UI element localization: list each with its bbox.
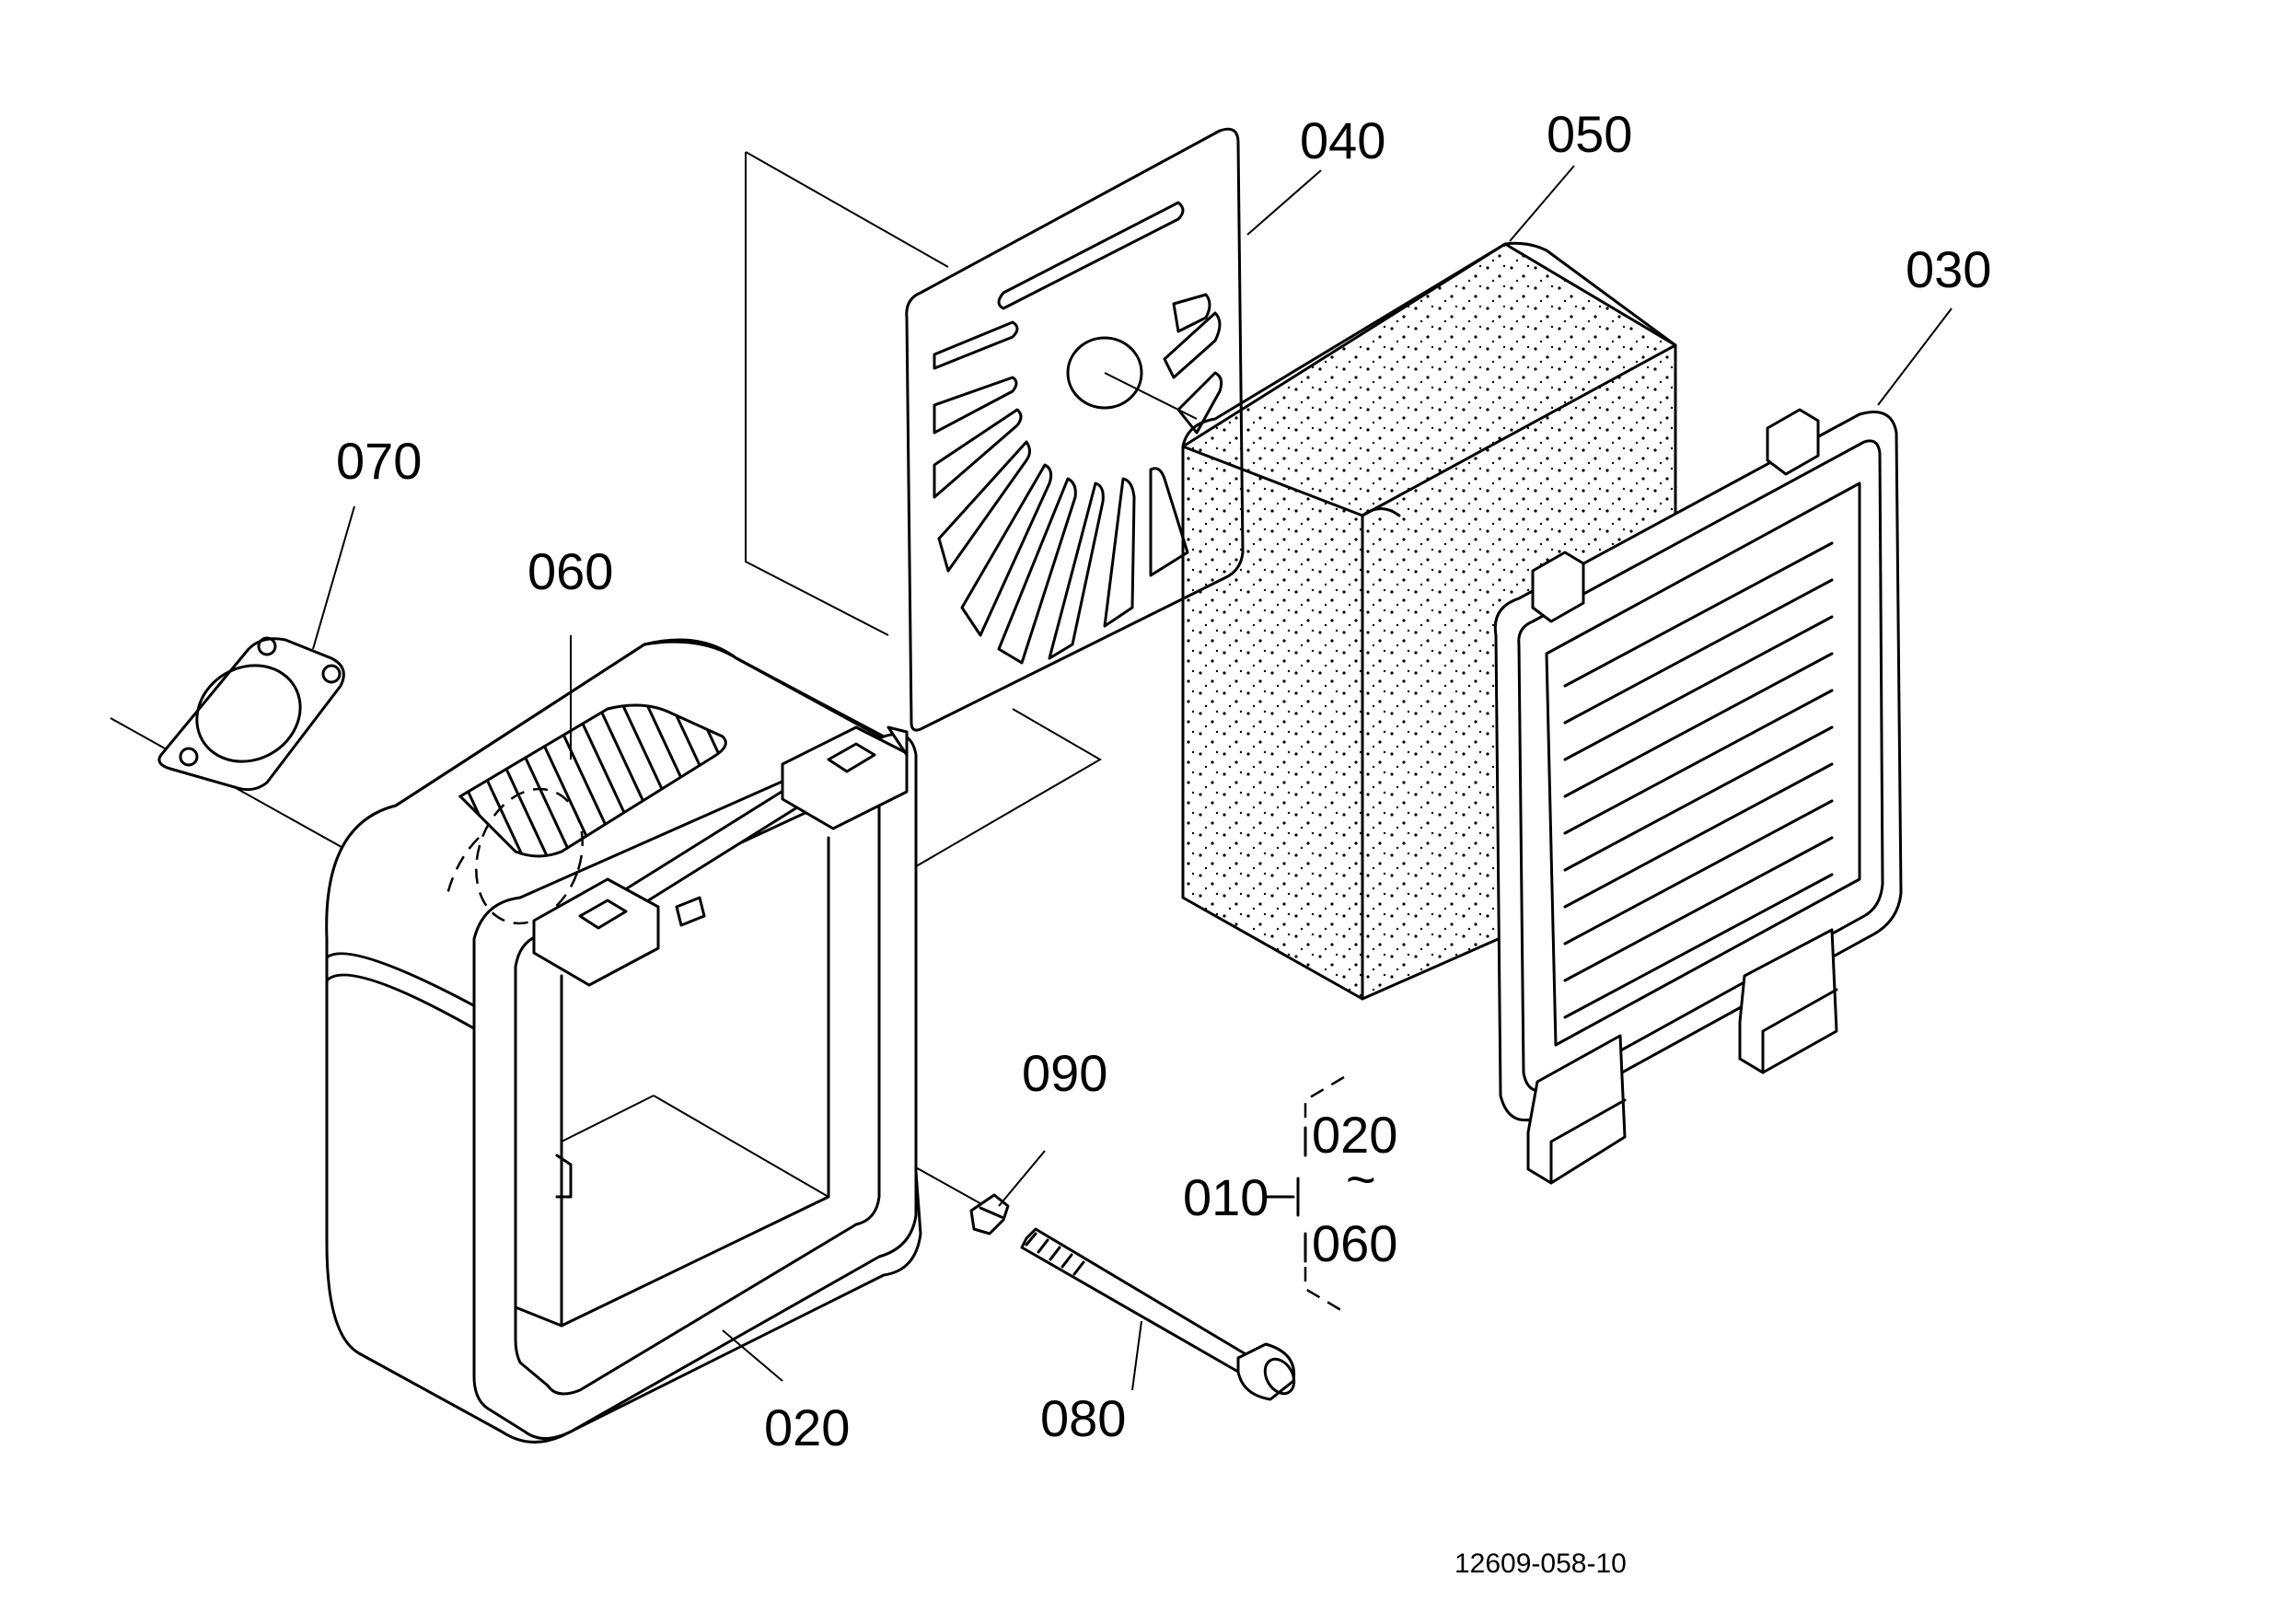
bracket-bottom-label: 060 <box>1312 1214 1397 1272</box>
housing-020 <box>325 638 922 1444</box>
bolt-080 <box>1020 1227 1296 1401</box>
drawing-number: 12609-058-10 <box>1454 1549 1627 1579</box>
cover-ribs <box>1563 541 1834 1019</box>
label-020: 020 <box>764 1398 850 1456</box>
assembly-bracket: 020 ~ 060 <box>1264 1075 1397 1314</box>
label-010: 010 <box>1183 1168 1269 1226</box>
label-070: 070 <box>336 432 422 490</box>
label-090: 090 <box>1022 1044 1107 1102</box>
leader-lines <box>312 165 1953 1391</box>
label-050: 050 <box>1547 105 1632 163</box>
label-080: 080 <box>1040 1389 1126 1447</box>
label-040: 040 <box>1300 111 1385 169</box>
bolt-thread <box>1025 1232 1085 1276</box>
gasket-070 <box>157 636 345 792</box>
label-030: 030 <box>1906 240 1991 298</box>
label-060: 060 <box>527 542 613 600</box>
bracket-top-label: 020 <box>1312 1106 1397 1164</box>
part-labels: 040 050 030 070 060 090 020 080 010 <box>336 105 1991 1456</box>
cover-030 <box>1493 408 1903 1185</box>
filter-grid-040 <box>905 127 1245 732</box>
bracket-range-mark: ~ <box>1346 1150 1376 1208</box>
